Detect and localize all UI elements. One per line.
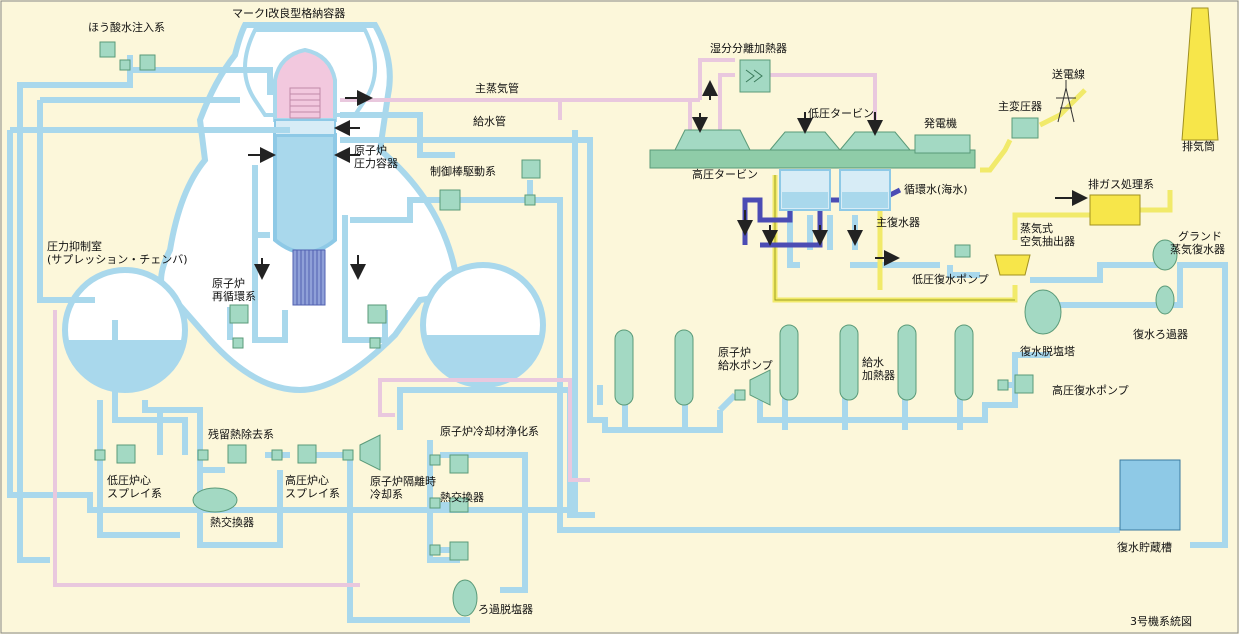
label-demineralizer: 復水脱塩塔 [1020, 345, 1075, 358]
label-filter-demin: ろ過脱塩器 [478, 603, 533, 616]
label-sjae-1: 蒸気式 [1020, 222, 1053, 235]
label-rcic-2: 冷却系 [370, 488, 403, 501]
label-moisture-separator: 湿分分離加熱器 [710, 42, 787, 55]
main-condenser [779, 169, 891, 211]
label-fw-heater-1: 給水 [862, 356, 884, 369]
label-containment: マークI改良型格納容器 [232, 7, 346, 20]
label-rhr: 残留熱除去系 [208, 428, 274, 441]
label-rhr-hx: 熱交換器 [210, 516, 254, 529]
filter-demineralizer [452, 579, 478, 617]
label-stack: 排気筒 [1182, 140, 1215, 153]
label-hpcs-1: 高圧炉心 [285, 474, 329, 487]
label-rpv-1: 原子炉 [354, 144, 387, 157]
label-hp-turbine: 高圧タービン [692, 168, 758, 181]
diagram-caption: 3号機系統図 [1130, 614, 1192, 628]
label-generator: 発電機 [924, 117, 957, 130]
label-cleanup-hx: 熱交換器 [440, 491, 484, 504]
label-sjae-2: 空気抽出器 [1020, 235, 1075, 248]
label-lpcs-2: スプレイ系 [107, 487, 162, 500]
label-main-steam: 主蒸気管 [475, 82, 519, 95]
demineralizer [1024, 289, 1062, 335]
feedwater-pump [749, 369, 771, 406]
label-suppression-2: (サプレッション・チェンバ) [47, 253, 188, 266]
exhaust-stack [1181, 7, 1219, 141]
label-rpv-2: 圧力容器 [354, 157, 398, 170]
label-rcic-1: 原子炉隔離時 [370, 475, 436, 488]
suppression-torus-right [420, 262, 546, 388]
label-circulating-water: 循環水(海水) [904, 183, 968, 196]
steam-piping-pink [53, 58, 877, 587]
flow-arrows [248, 80, 1088, 280]
label-crd: 制御棒駆動系 [430, 165, 496, 178]
label-cleanup: 原子炉冷却材浄化系 [440, 425, 539, 438]
label-fw-pump-2: 給水ポンプ [718, 359, 773, 372]
label-feedwater-pipe: 給水管 [473, 115, 506, 128]
label-power-line: 送電線 [1052, 68, 1085, 81]
label-suppression-1: 圧力抑制室 [47, 240, 102, 253]
label-fw-heater-2: 加熱器 [862, 369, 895, 382]
label-lpcs-1: 低圧炉心 [107, 474, 151, 487]
label-lp-turbine: 低圧タービン [808, 107, 874, 120]
pumps-and-valves [94, 41, 1034, 561]
label-gland-2: 蒸気復水器 [1170, 243, 1225, 256]
label-storage-tank: 復水貯蔵槽 [1117, 541, 1172, 554]
label-condenser: 主復水器 [876, 216, 920, 229]
gland-condenser [1152, 239, 1178, 271]
label-lp-pump: 低圧復水ポンプ [912, 273, 989, 286]
label-hp-pump: 高圧復水ポンプ [1052, 384, 1129, 397]
rhr-heat-exchanger [192, 487, 238, 513]
condensate-storage-tank [1119, 459, 1181, 531]
label-recirc-1: 原子炉 [212, 277, 245, 290]
offgas-unit [1089, 194, 1141, 226]
feedwater-heaters [614, 324, 974, 406]
label-recirc-2: 再循環系 [212, 290, 256, 303]
label-gland-1: グランド [1178, 230, 1222, 243]
air-ejector [994, 254, 1031, 276]
main-transformer [1011, 117, 1039, 139]
label-main-transformer: 主変圧器 [998, 100, 1042, 113]
turbine-hall [649, 59, 976, 169]
label-hpcs-2: スプレイ系 [285, 487, 340, 500]
label-offgas: 排ガス処理系 [1088, 178, 1154, 191]
label-boric-acid: ほう酸水注入系 [88, 21, 165, 34]
transmission-tower [1056, 80, 1076, 123]
label-fw-pump-1: 原子炉 [718, 346, 751, 359]
reactor-pressure-vessel [273, 47, 337, 306]
label-filter: 復水ろ過器 [1133, 328, 1188, 341]
condensate-filter [1155, 285, 1175, 315]
suppression-torus-left [62, 267, 188, 393]
